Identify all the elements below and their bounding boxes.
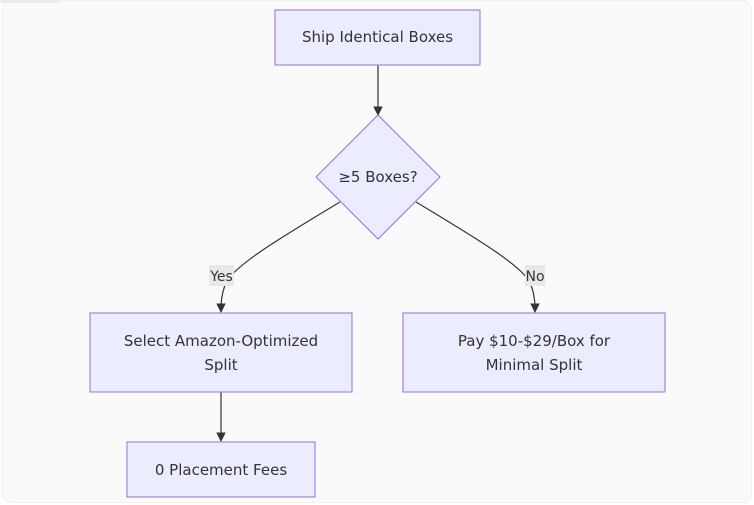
node-ship-identical-boxes[interactable]: Ship Identical Boxes (274, 9, 481, 66)
corner-tab (0, 0, 60, 3)
node-minimal-split[interactable]: Pay $10-$29/Box for Minimal Split (402, 312, 666, 393)
node-minimal-label-line1: Pay $10-$29/Box for (458, 332, 611, 350)
node-decision-5-boxes[interactable]: ≥5 Boxes? (315, 114, 441, 240)
node-amazon-optimized-split[interactable]: Select Amazon-Optimized Split (89, 312, 353, 393)
node-placement-fees[interactable]: 0 Placement Fees (126, 441, 316, 498)
node-ship-identical-boxes-label: Ship Identical Boxes (302, 28, 453, 46)
edge-decision-yes (216, 201, 341, 313)
edge-label-no: No (525, 265, 545, 286)
node-optimized-label-line2: Split (204, 356, 237, 374)
no-label: No (525, 269, 544, 285)
node-optimized-label-line1: Select Amazon-Optimized (124, 332, 318, 350)
edge-decision-no (415, 201, 540, 313)
edge-label-yes: Yes (209, 265, 234, 286)
node-fees-label: 0 Placement Fees (155, 461, 287, 479)
node-minimal-label-line2: Minimal Split (486, 356, 583, 374)
yes-label: Yes (209, 269, 233, 285)
node-decision-label: ≥5 Boxes? (338, 168, 417, 186)
